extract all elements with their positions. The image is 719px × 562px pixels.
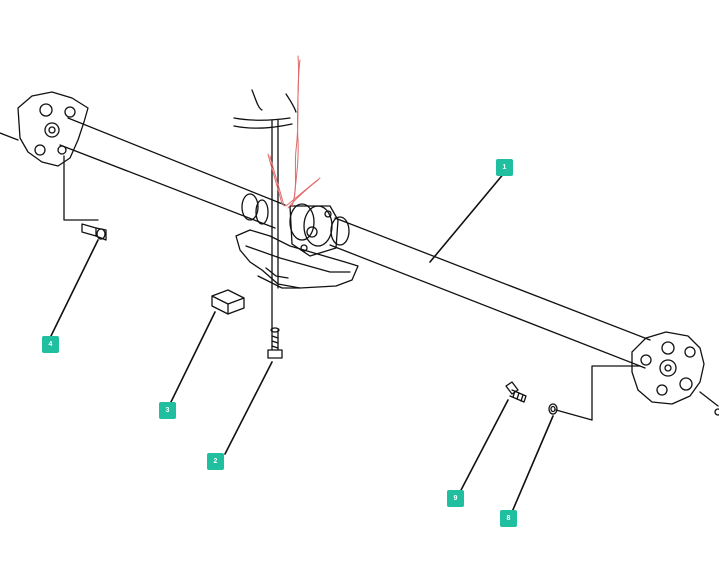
part-4-bolt [81, 223, 107, 241]
center-support-bracket [235, 229, 359, 289]
front-flex-coupling [0, 91, 89, 167]
center-guide-lines [271, 119, 279, 331]
front-bolt-leader [63, 155, 99, 221]
callout-1[interactable]: 1 [496, 159, 513, 176]
rear-flex-coupling [631, 331, 719, 416]
part-8-washer [548, 403, 558, 415]
callout-4[interactable]: 4 [42, 336, 59, 353]
callout-2[interactable]: 2 [207, 453, 224, 470]
callout-3[interactable]: 3 [159, 402, 176, 419]
callout-8[interactable]: 8 [500, 510, 517, 527]
driveshaft-front-tube [59, 117, 286, 229]
red-sketch-marks [267, 55, 321, 209]
center-universal-joint [289, 203, 339, 257]
rear-bracket-leader [555, 365, 641, 421]
driveshaft-rear-tube [329, 216, 651, 369]
callout-9[interactable]: 9 [447, 490, 464, 507]
part-2-bolt [267, 327, 283, 359]
part-9-bolt [505, 381, 527, 403]
callout-leaders [49, 171, 554, 513]
part-3-clip-nut [211, 289, 245, 315]
tunnel-outline [233, 89, 297, 129]
